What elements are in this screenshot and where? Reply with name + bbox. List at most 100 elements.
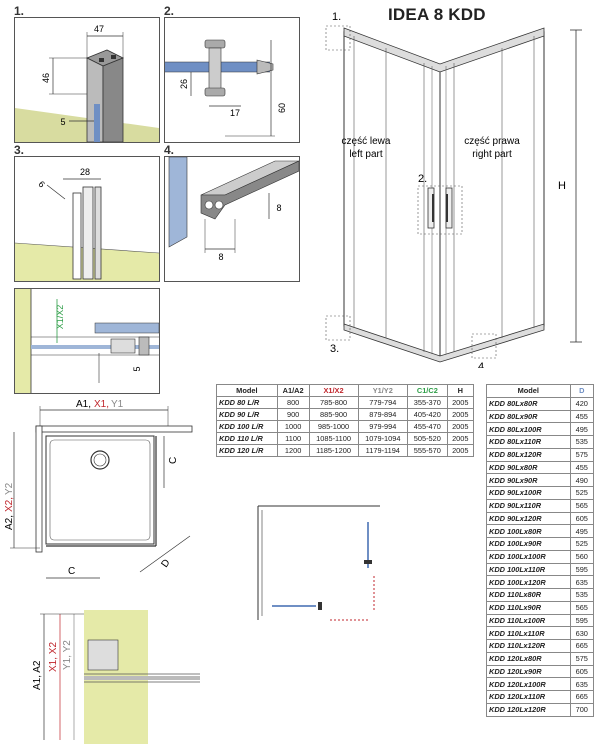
- table-cell: 900: [276, 408, 310, 421]
- detail-1-gap-label: 5: [60, 117, 65, 127]
- callout-3: 3.: [330, 343, 339, 355]
- cabin-3d-drawing: H 1. 2. 3. 4. część lewa left part część…: [325, 11, 582, 368]
- step-1-number: 1.: [14, 4, 25, 18]
- table-cell: 1100: [276, 432, 310, 445]
- table-cell: 2005: [446, 396, 475, 409]
- col-h: H: [446, 384, 475, 397]
- side-y-label: Y1, Y2: [62, 640, 73, 670]
- detail-5-panel: X1/X2 5: [14, 288, 160, 394]
- table-cell: 525: [569, 486, 595, 500]
- col-x1x2: X1/X2: [308, 384, 359, 397]
- detail-3-panel: 28 6: [14, 156, 160, 282]
- table-cell: 535: [569, 588, 595, 602]
- table-cell: 1200: [276, 444, 310, 457]
- table-cell: KDD 120Lx80R: [486, 651, 571, 666]
- table-cell: KDD 90 L/R: [216, 408, 278, 421]
- right-part-pl: część prawa: [464, 136, 520, 147]
- callout-2: 2.: [418, 173, 427, 185]
- plan-view-drawing: A1, X1, Y1 A2, X2, Y2 C C D: [4, 399, 193, 579]
- col-model-2: Model: [486, 384, 571, 398]
- detail-3-drawing: 28 6: [15, 167, 159, 281]
- product-title: IDEA 8 KDD: [388, 5, 486, 24]
- detail-5-drawing: X1/X2 5: [15, 289, 159, 393]
- table-cell: KDD 100Lx80R: [486, 524, 571, 538]
- detail-4-a-label: 8: [276, 203, 281, 213]
- right-part-en: right part: [472, 149, 512, 160]
- detail-1-height-label: 46: [41, 73, 51, 83]
- table-cell: 505-520: [407, 432, 448, 445]
- detail-4-drawing: 8 8: [165, 157, 299, 281]
- opening-diagram: [257, 505, 380, 621]
- table-cell: KDD 80Lx80R: [486, 396, 571, 411]
- table-cell: 420: [569, 396, 595, 411]
- detail-4-panel: 8 8: [164, 156, 300, 282]
- table-cell: 1085-1100: [308, 432, 359, 445]
- table-cell: 785-800: [308, 396, 359, 409]
- detail-3-b-label: 6: [36, 179, 47, 190]
- table-cell: 495: [569, 422, 595, 436]
- table-cell: 879-894: [357, 408, 409, 421]
- detail-2-a-label: 26: [179, 79, 189, 89]
- table-cell: KDD 120Lx100R: [486, 677, 571, 691]
- table-cell: 2005: [446, 444, 475, 457]
- table-cell: KDD 120 L/R: [216, 444, 278, 457]
- table-cell: 1179-1194: [357, 444, 409, 457]
- col-c1c2: C1/C2: [407, 384, 448, 397]
- model-d-table-header: Model D: [486, 384, 595, 398]
- table-cell: 985-1000: [308, 420, 359, 433]
- table-cell: 525: [569, 537, 595, 551]
- table-cell: 635: [569, 575, 595, 589]
- plan-a2-label: A2,: [4, 515, 15, 530]
- table-cell: 560: [569, 549, 595, 564]
- table-cell: 800: [276, 396, 310, 409]
- detail-5-x-label: X1/X2: [55, 305, 65, 330]
- left-part-en: left part: [349, 149, 383, 160]
- table-cell: KDD 100Lx110R: [486, 562, 571, 577]
- table-cell: 535: [569, 435, 595, 449]
- col-a1a2: A1/A2: [276, 384, 310, 397]
- dimensions-table-header: Model A1/A2 X1/X2 Y1/Y2 C1/C2 H: [216, 384, 475, 397]
- table-cell: 490: [569, 473, 595, 487]
- plan-y1-label: Y1: [111, 399, 124, 410]
- detail-2-b-label: 17: [230, 108, 240, 118]
- col-model: Model: [216, 384, 278, 397]
- table-cell: KDD 110Lx80R: [486, 588, 571, 602]
- table-cell: 635: [569, 677, 595, 691]
- detail-2-panel: 26 17 60: [164, 17, 300, 143]
- table-cell: KDD 80Lx120R: [486, 447, 571, 462]
- step-3-number: 3.: [14, 143, 25, 157]
- table-cell: KDD 80Lx90R: [486, 409, 571, 424]
- table-cell: 700: [569, 702, 595, 717]
- callout-1: 1.: [332, 11, 341, 23]
- table-cell: KDD 100Lx90R: [486, 537, 571, 551]
- detail-1-drawing: 47 46 5: [15, 18, 159, 142]
- col-y1y2: Y1/Y2: [357, 384, 409, 397]
- left-part-pl: część lewa: [342, 136, 391, 147]
- table-cell: KDD 120Lx120R: [486, 702, 571, 717]
- table-cell: 565: [569, 600, 595, 615]
- step-4-number: 4.: [164, 143, 175, 157]
- table-cell: 595: [569, 562, 595, 577]
- table-cell: 575: [569, 651, 595, 666]
- table-cell: KDD 80 L/R: [216, 396, 278, 409]
- table-cell: 605: [569, 511, 595, 526]
- table-cell: KDD 120Lx90R: [486, 664, 571, 679]
